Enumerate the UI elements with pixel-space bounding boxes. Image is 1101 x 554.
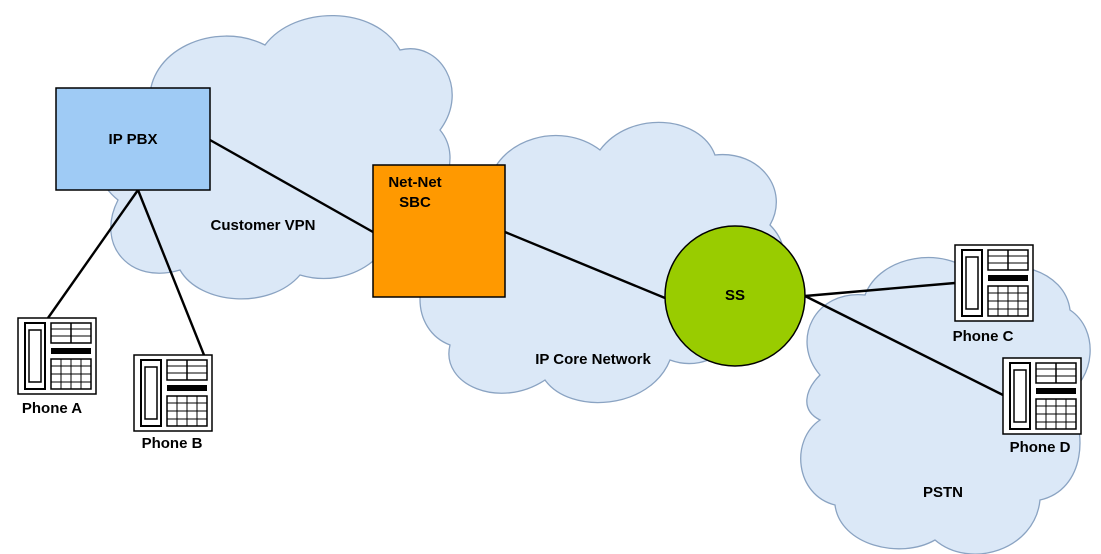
link-pbx-sbc [209,138,374,234]
ip-pbx-box [55,87,211,191]
link-pbx-phone-a [47,189,139,319]
link-ss-phone-d [804,294,1004,397]
phone-a-label: Phone A [22,400,82,417]
sbc-label-line1: Net-Net [388,174,441,191]
phone-d-icon [1002,357,1082,435]
pstn-label: PSTN [923,484,963,501]
phone-d-label: Phone D [1010,439,1071,456]
customer-vpn-label: Customer VPN [210,217,315,234]
ip-core-network-label: IP Core Network [535,351,651,368]
link-pbx-phone-b [136,189,212,371]
phone-b-icon [133,354,213,432]
link-ss-phone-c [804,281,956,298]
phone-c-label: Phone C [953,328,1014,345]
phone-a-icon [17,317,97,395]
ss-label: SS [725,287,745,304]
ip-pbx-label: IP PBX [109,131,158,148]
sbc-label-line2: SBC [399,194,431,211]
ss-node [664,225,806,367]
phone-c-icon [954,244,1034,322]
customer-vpn-cloud-icon [96,14,453,300]
pstn-cloud-icon [800,256,1091,554]
sbc-box [372,164,506,298]
link-sbc-ss [504,230,666,300]
phone-b-label: Phone B [142,435,203,452]
